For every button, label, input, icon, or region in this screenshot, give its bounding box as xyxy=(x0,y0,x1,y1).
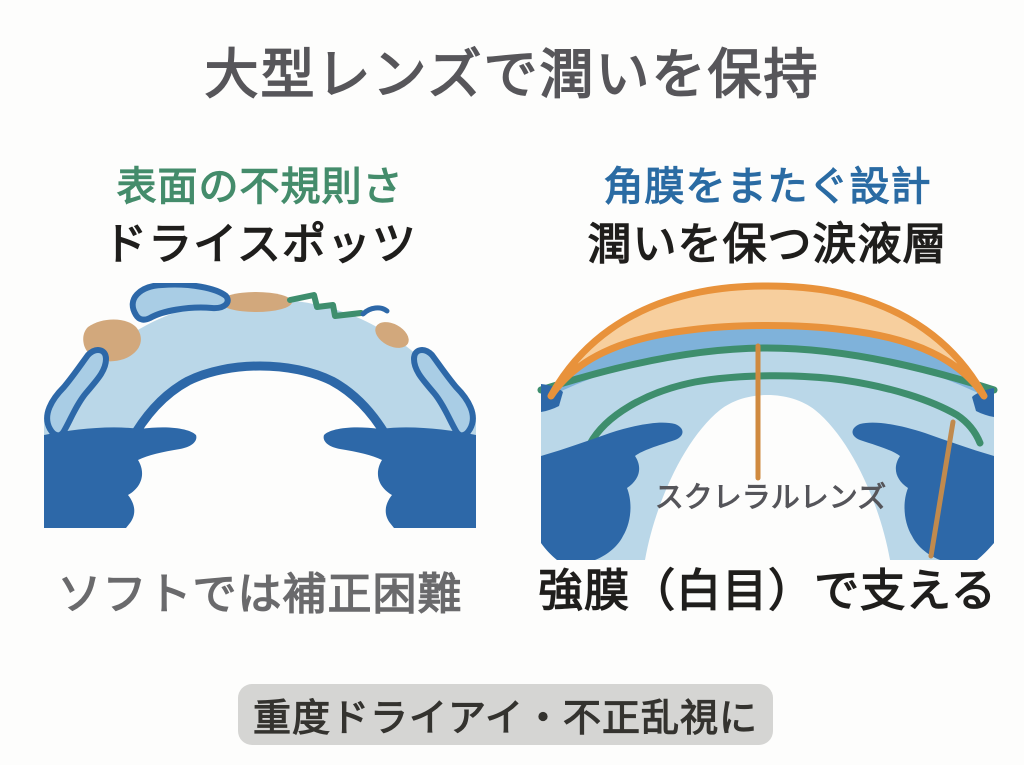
indication-badge: 重度ドライアイ・不正乱視に xyxy=(238,684,773,745)
iris-right xyxy=(852,422,994,560)
iris-left xyxy=(44,427,197,528)
left-eye-diagram xyxy=(44,283,476,528)
scleral-lens-label: スクレラルレンズ xyxy=(654,482,887,514)
sclera-band xyxy=(541,348,994,560)
dry-spot-center xyxy=(220,292,292,312)
cornea-posterior-green-line xyxy=(586,372,984,448)
right-eye-diagram xyxy=(537,282,998,560)
sclera-pointer-line xyxy=(928,419,956,559)
right-caption-sclera-support: 強膜（白目）で支える xyxy=(538,565,997,616)
right-heading-tear-layer: 潤いを保つ涙液層 xyxy=(587,220,948,269)
surface-bump xyxy=(129,283,231,323)
conjunctiva-fold-right xyxy=(411,347,476,439)
iris-left xyxy=(541,422,683,560)
indication-badge-text: 重度ドライアイ・不正乱視に xyxy=(252,698,759,740)
right-heading-cornea-spanning-design: 角膜をまたぐ設計 xyxy=(603,165,932,209)
left-caption-soft-lens-difficulty: ソフトでは補正困難 xyxy=(57,570,463,619)
left-heading-dry-spots: ドライスポッツ xyxy=(103,220,417,269)
tear-fluid-layer xyxy=(551,325,984,396)
dry-spot-right xyxy=(375,322,409,348)
conjunctiva-fold-left xyxy=(44,347,109,439)
cornea-anterior-green-line xyxy=(537,344,998,394)
surface-notch xyxy=(360,305,390,317)
page-title: 大型レンズで潤いを保持 xyxy=(204,45,820,105)
limbus-edge-right xyxy=(972,388,994,417)
scleral-lens xyxy=(547,282,988,400)
left-heading-surface-irregularity: 表面の不規則さ xyxy=(116,165,404,209)
epithelium-green-line xyxy=(287,292,364,319)
iris-right xyxy=(323,427,476,528)
cornea-band xyxy=(44,299,476,528)
